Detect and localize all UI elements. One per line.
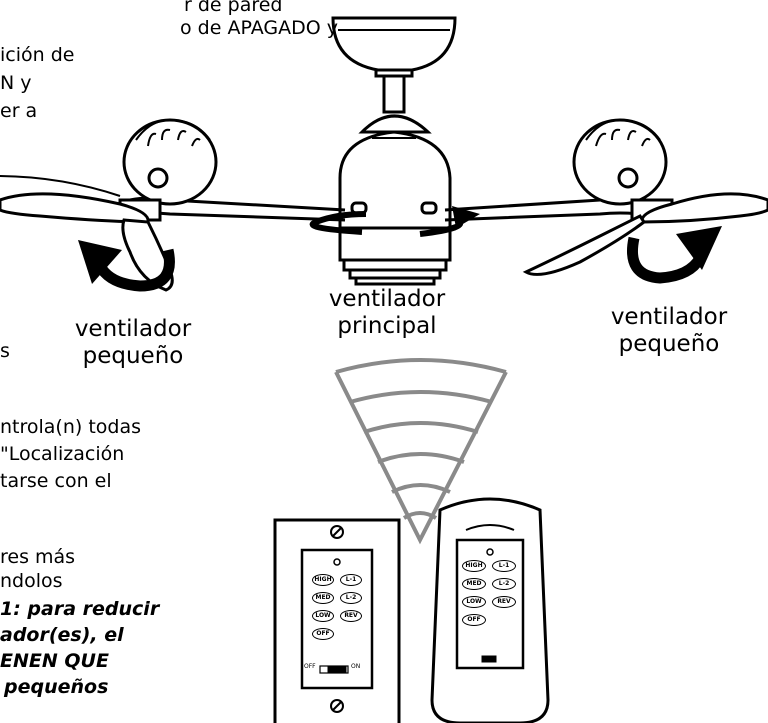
label-line: pequeño <box>82 343 184 369</box>
right-small-fan <box>522 118 768 276</box>
text-line: N y <box>0 72 32 94</box>
remote-button-med[interactable]: MED <box>462 578 486 590</box>
text-line: tarse con el <box>0 470 112 492</box>
text-line: er a <box>0 100 38 122</box>
label-small-fan-right: ventilador pequeño <box>594 304 744 358</box>
label-small-fan-left: ventilador pequeño <box>58 316 208 370</box>
remote-button-l2[interactable]: L-2 <box>492 578 516 590</box>
label-line: ventilador <box>328 286 446 312</box>
label-line: ventilador <box>74 316 192 342</box>
main-rotation-arrow-icon <box>309 206 480 237</box>
remote-control <box>430 497 550 723</box>
main-fan-body <box>338 114 452 286</box>
wall-button-l2[interactable]: L-2 <box>340 592 362 604</box>
wall-button-off[interactable]: OFF <box>312 628 334 640</box>
text-line: r de pared <box>184 0 283 16</box>
wall-button-med[interactable]: MED <box>312 592 334 604</box>
text-line: ndolos <box>0 570 63 592</box>
remote-button-low[interactable]: LOW <box>462 596 486 608</box>
text-line: ición de <box>0 44 75 66</box>
right-rotation-arrow-icon <box>627 226 722 284</box>
warning-line: ENEN QUE <box>0 650 109 672</box>
label-main-fan: ventilador principal <box>312 286 462 340</box>
warning-line: ador(es), el <box>0 624 124 646</box>
remote-button-off[interactable]: OFF <box>462 614 486 626</box>
label-line: principal <box>337 313 437 339</box>
text-line: res más <box>0 546 76 568</box>
label-line: pequeño <box>618 331 720 357</box>
left-small-fan <box>0 118 218 292</box>
remote-signal-icon <box>334 358 508 545</box>
remote-button-l1[interactable]: L-1 <box>492 560 516 572</box>
wall-button-low[interactable]: LOW <box>312 610 334 622</box>
wall-button-high[interactable]: HIGH <box>312 574 334 586</box>
left-instruction-paragraph-2: s <box>0 340 10 362</box>
warning-line: 1: para reducir <box>0 598 160 620</box>
text-line: "Localización <box>0 443 125 465</box>
left-rotation-arrow-icon <box>78 240 175 292</box>
remote-button-high[interactable]: HIGH <box>462 560 486 572</box>
text-line: ntrola(n) todas <box>0 416 142 438</box>
text-line: o de APAGADO y <box>180 17 338 39</box>
label-line: ventilador <box>610 304 728 330</box>
remote-button-rev[interactable]: REV <box>492 596 516 608</box>
warning-line: pequeños <box>4 676 109 698</box>
wall-button-rev[interactable]: REV <box>340 610 362 622</box>
ceiling-canopy <box>331 16 457 114</box>
wall-switch-off-label: OFF <box>304 663 316 670</box>
wall-button-l1[interactable]: L-1 <box>340 574 362 586</box>
wall-switch-on-label: ON <box>351 663 361 670</box>
wall-control-plate <box>273 518 401 723</box>
